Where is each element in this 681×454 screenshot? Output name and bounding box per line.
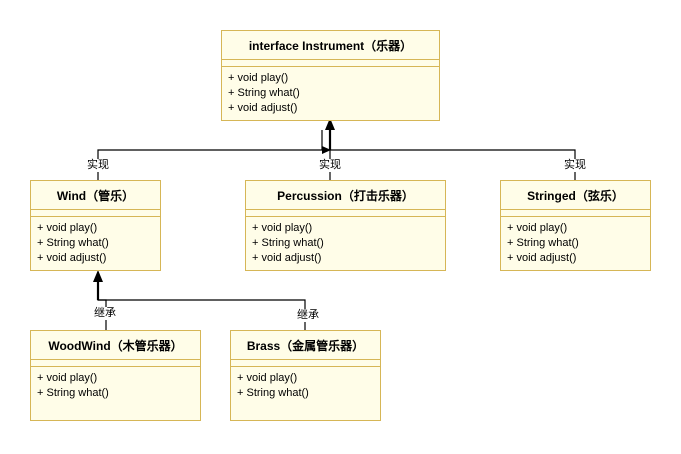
- method: + void play(): [507, 222, 568, 234]
- class-instrument-title: interface Instrument（乐器）: [222, 31, 439, 60]
- class-wind-attributes: [31, 210, 160, 217]
- method: + String what(): [237, 387, 309, 399]
- method: + void adjust(): [37, 252, 107, 264]
- inherits-edge-brass: [98, 299, 306, 330]
- implements-edge-wind: [97, 130, 323, 180]
- class-woodwind-title: WoodWind（木管乐器）: [31, 331, 200, 360]
- method: + String what(): [252, 237, 324, 249]
- method: + String what(): [507, 237, 579, 249]
- class-brass-methods: + void play() + String what(): [231, 367, 380, 401]
- class-instrument-attributes: [222, 60, 439, 67]
- class-stringed-title: Stringed（弦乐）: [501, 181, 650, 210]
- class-wind[interactable]: Wind（管乐） + void play() + String what() +…: [30, 180, 161, 271]
- class-percussion-attributes: [246, 210, 445, 217]
- implements-edge-stringed: [330, 149, 576, 180]
- inherits-label-brass: 继承: [296, 309, 320, 322]
- class-percussion-title: Percussion（打击乐器）: [246, 181, 445, 210]
- class-percussion-methods: + void play() + String what() + void adj…: [246, 217, 445, 266]
- class-percussion[interactable]: Percussion（打击乐器） + void play() + String …: [245, 180, 446, 271]
- inherits-edge-woodwind: [97, 280, 107, 330]
- class-woodwind[interactable]: WoodWind（木管乐器） + void play() + String wh…: [30, 330, 201, 421]
- inherits-arrowhead: [93, 270, 103, 282]
- method: + String what(): [228, 87, 300, 99]
- class-brass[interactable]: Brass（金属管乐器） + void play() + String what…: [230, 330, 381, 421]
- method: + void play(): [237, 372, 298, 384]
- implements-label-percussion: 实现: [318, 159, 342, 172]
- class-woodwind-attributes: [31, 360, 200, 367]
- method: + void adjust(): [228, 102, 298, 114]
- implements-label-stringed: 实现: [563, 159, 587, 172]
- class-brass-attributes: [231, 360, 380, 367]
- method: + void play(): [37, 222, 98, 234]
- class-stringed-methods: + void play() + String what() + void adj…: [501, 217, 650, 266]
- method: + void adjust(): [507, 252, 577, 264]
- class-wind-methods: + void play() + String what() + void adj…: [31, 217, 160, 266]
- method: + void adjust(): [252, 252, 322, 264]
- implements-arrowhead: [325, 118, 335, 130]
- method: + void play(): [228, 72, 289, 84]
- class-instrument-methods: + void play() + String what() + void adj…: [222, 67, 439, 116]
- class-wind-title: Wind（管乐）: [31, 181, 160, 210]
- implements-label-wind: 实现: [86, 159, 110, 172]
- class-stringed-attributes: [501, 210, 650, 217]
- inherits-label-woodwind: 继承: [93, 307, 117, 320]
- class-instrument[interactable]: interface Instrument（乐器） + void play() +…: [221, 30, 440, 121]
- method: + void play(): [252, 222, 313, 234]
- class-stringed[interactable]: Stringed（弦乐） + void play() + String what…: [500, 180, 651, 271]
- method: + String what(): [37, 237, 109, 249]
- class-woodwind-methods: + void play() + String what(): [31, 367, 200, 401]
- class-brass-title: Brass（金属管乐器）: [231, 331, 380, 360]
- method: + String what(): [37, 387, 109, 399]
- method: + void play(): [37, 372, 98, 384]
